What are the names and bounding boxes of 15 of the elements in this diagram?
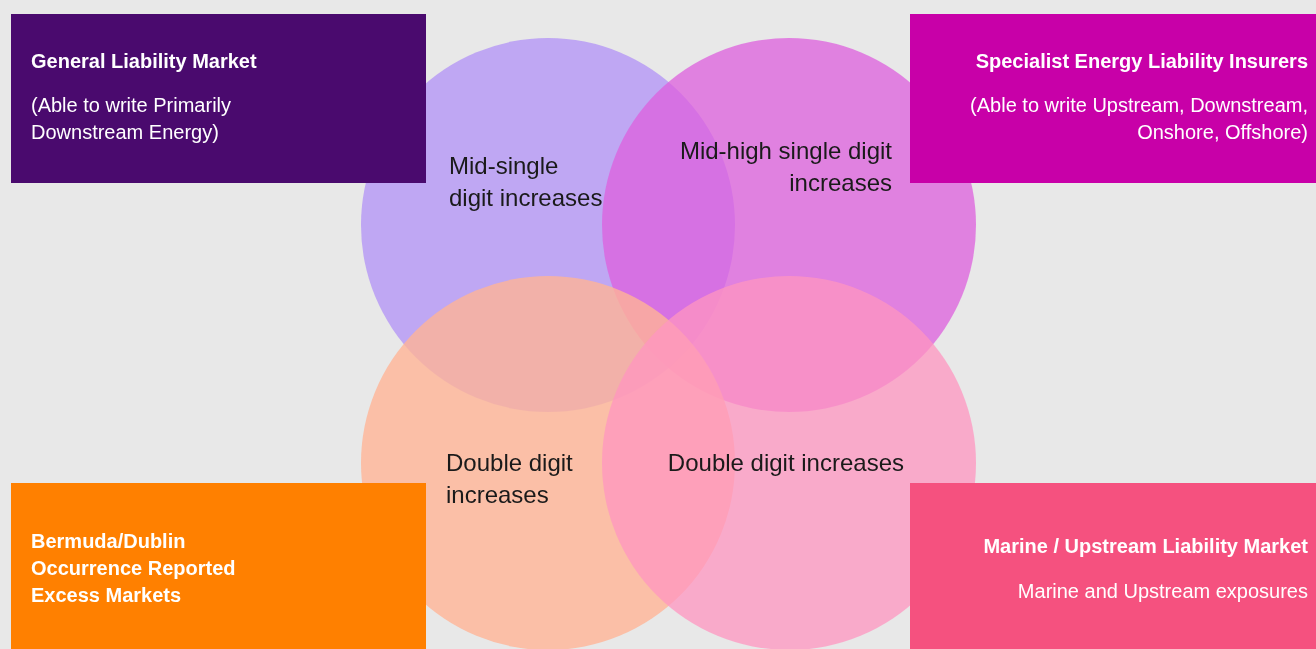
box-heading: Bermuda/Dublin Occurrence Reported Excess Markets: [31, 529, 237, 608]
info-box: [11, 483, 426, 649]
circle-label: Double digit increases: [666, 448, 904, 478]
box-heading: Specialist Energy Liability Insurers: [975, 49, 1308, 74]
circle-label: Mid-high single digit increases: [678, 136, 892, 198]
box-description: Marine and Upstream exposures: [1017, 579, 1308, 604]
info-box: [910, 483, 1316, 649]
box-description: (Able to write Upstream, Downstream, Onshore, Offshore): [969, 93, 1308, 145]
box-heading: General Liability Market: [31, 49, 257, 74]
circle-label: Mid-single digit increases: [449, 151, 604, 213]
info-box: [910, 14, 1316, 183]
box-heading: Marine / Upstream Liability Market: [983, 534, 1308, 559]
circle-label: Double digit increases: [446, 448, 574, 510]
info-box: [11, 14, 426, 183]
box-description: (Able to write Primarily Downstream Energy): [31, 93, 233, 145]
